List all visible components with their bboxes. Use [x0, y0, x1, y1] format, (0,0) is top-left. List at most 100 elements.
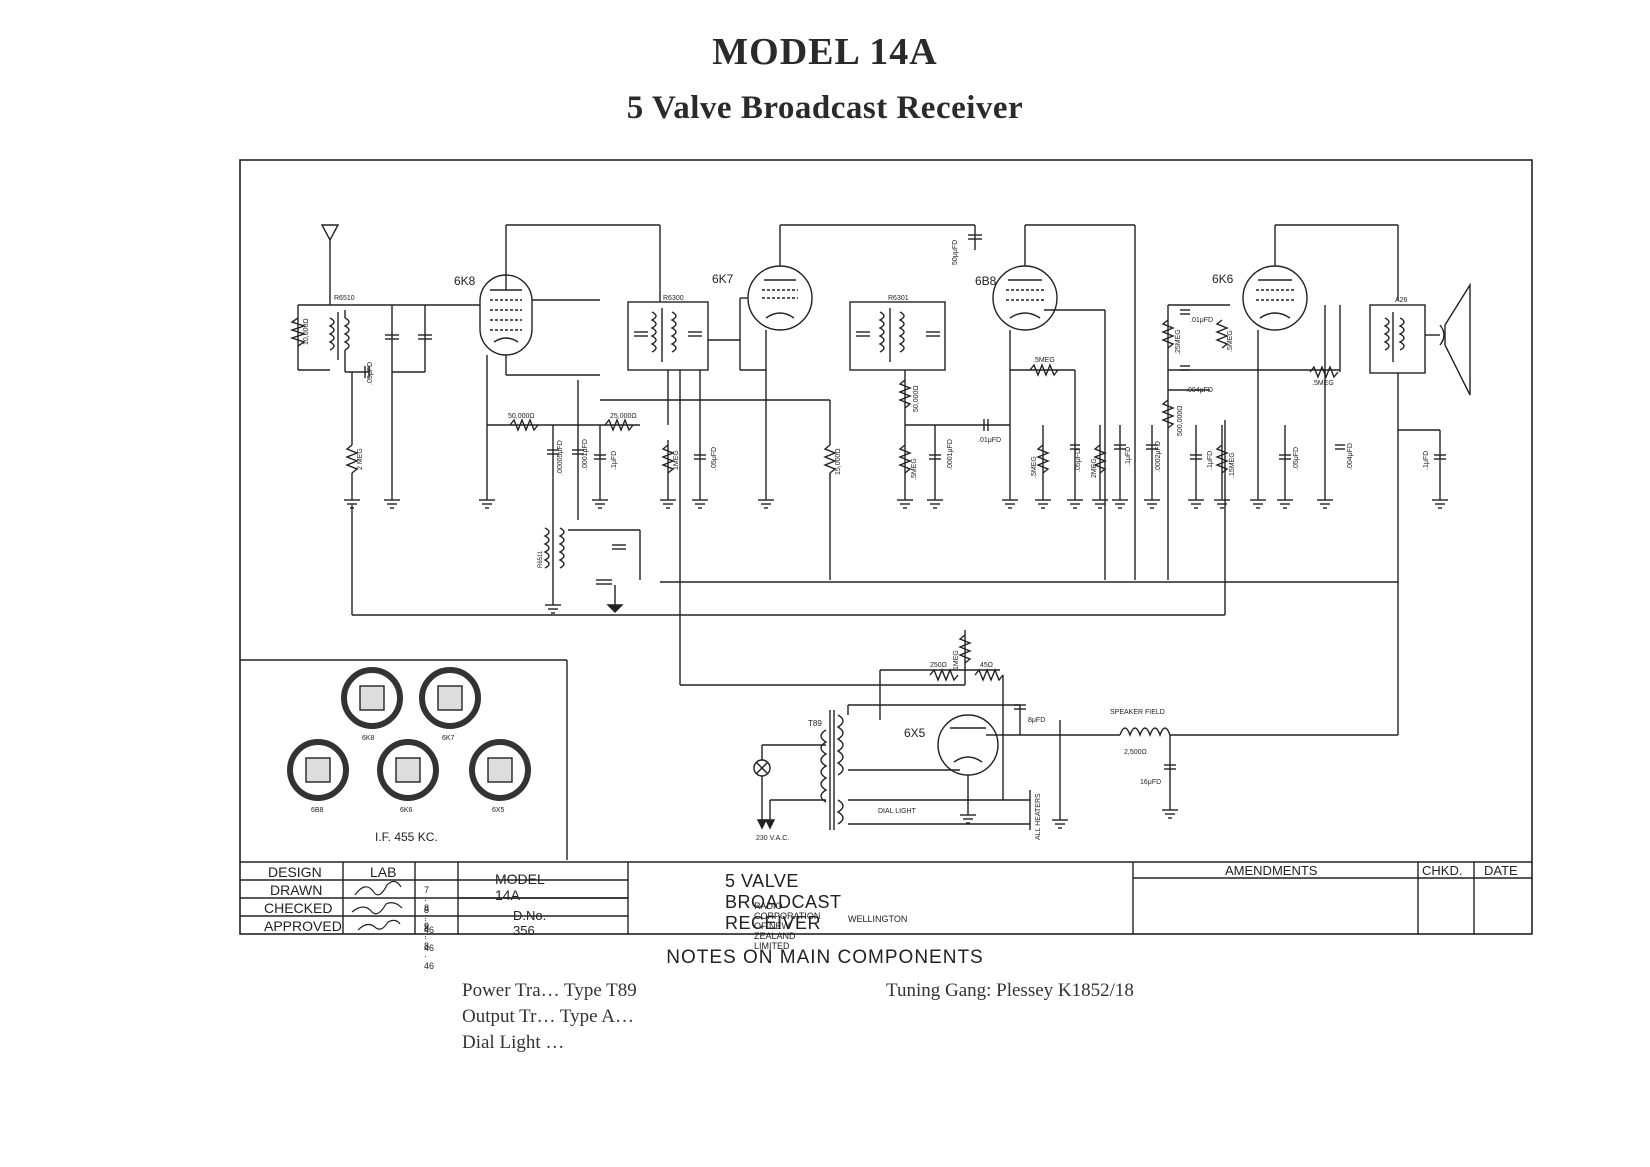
notes-left-1: Power Tra… Type T89 — [462, 980, 637, 1001]
tb-model: MODEL 14A — [495, 871, 545, 903]
svg-text:.00005μFD: .00005μFD — [557, 440, 564, 475]
svg-text:45Ω: 45Ω — [980, 662, 993, 669]
svg-text:6K8: 6K8 — [362, 735, 375, 742]
socket-6b8: 6B8 — [287, 739, 349, 814]
tb-date-drawn: 7 · 8 · 46 — [424, 885, 435, 935]
drawing-border — [239, 159, 1533, 935]
svg-text:DIAL LIGHT: DIAL LIGHT — [878, 808, 917, 815]
svg-text:.1μFD: .1μFD — [611, 451, 618, 470]
svg-text:6K7: 6K7 — [442, 735, 455, 742]
svg-text:.5MEG: .5MEG — [1031, 456, 1038, 478]
title-block — [240, 861, 1532, 934]
svg-text:.05μFD: .05μFD — [1075, 449, 1082, 472]
tb-sign-design: LAB — [370, 864, 397, 880]
speaker-field-coil — [1119, 727, 1171, 738]
svg-text:8μFD: 8μFD — [1028, 717, 1045, 724]
svg-text:.15MEG: .15MEG — [1229, 452, 1236, 478]
bus-lines: 1MEG 250Ω 45Ω — [351, 370, 1398, 800]
aerial-stage: R6510 10,000Ω .05μFD 2 MEG — [289, 224, 432, 509]
svg-text:2MEG: 2MEG — [1091, 458, 1098, 478]
signature-approved — [357, 919, 401, 931]
tb-date-approved: 9 · 8 · 46 — [424, 921, 435, 971]
svg-text:.05μFD: .05μFD — [367, 362, 374, 385]
notes-left-2: Output Tr… Type A… — [462, 1006, 634, 1027]
valve-6k6: 6K6 .01μFD .25MEG .5MEG .5MEG .004μFD 50… — [1161, 224, 1399, 580]
speaker-icon — [1444, 282, 1471, 396]
svg-text:.004μFD: .004μFD — [1186, 387, 1213, 394]
svg-text:SPEAKER FIELD: SPEAKER FIELD — [1110, 709, 1165, 716]
svg-text:.0001μFD: .0001μFD — [947, 439, 954, 470]
svg-text:.01μFD: .01μFD — [978, 437, 1001, 444]
svg-text:15,000Ω: 15,000Ω — [835, 448, 842, 475]
tb-company: RADIO CORPORATION OF NEW ZEALAND LIMITED — [754, 901, 821, 951]
if-transformer-2: R6301 50,000Ω .5MEG .0001μFD .01μFD — [849, 295, 1010, 509]
svg-text:6K6: 6K6 — [400, 807, 413, 814]
socket-6k6: 6K6 — [377, 739, 439, 814]
svg-text:.0001μFD: .0001μFD — [582, 439, 589, 470]
socket-6k7: 6K7 — [419, 667, 481, 742]
valve-6k7: 6K7 15,000Ω — [600, 224, 975, 580]
signature-checked — [351, 902, 403, 915]
if-frequency-note: I.F. 455 KC. — [375, 830, 438, 844]
tb-chkd-header: CHKD. — [1422, 863, 1463, 878]
svg-text:6K7: 6K7 — [712, 272, 734, 286]
svg-text:R6301: R6301 — [888, 295, 909, 302]
svg-text:.05μFD: .05μFD — [711, 447, 718, 470]
page-subtitle: 5 Valve Broadcast Receiver — [626, 90, 1024, 126]
power-supply: T89 230 V.A.C. DIAL LIGHT ALL HEATERS 6X… — [753, 580, 1399, 842]
svg-text:50,000Ω: 50,000Ω — [508, 413, 535, 420]
svg-text:16μFD: 16μFD — [1140, 779, 1161, 786]
svg-text:R6511: R6511 — [538, 550, 544, 568]
svg-text:.1μFD: .1μFD — [1207, 451, 1214, 470]
svg-text:.5MEG: .5MEG — [1312, 380, 1334, 387]
tb-description: 5 VALVE BROADCAST RECEIVER — [725, 871, 842, 933]
socket-6x5: 6X5 — [469, 739, 531, 814]
coil-r6510 — [328, 312, 350, 360]
svg-text:1MEG: 1MEG — [953, 650, 960, 670]
svg-text:T89: T89 — [808, 719, 822, 728]
svg-text:.1μFD: .1μFD — [1423, 451, 1430, 470]
tb-label-approved: APPROVED — [264, 918, 342, 934]
oscillator-section: 50,000Ω .00005μFD .0001μFD 25,000Ω .1μFD… — [479, 355, 641, 614]
svg-text:.5MEG: .5MEG — [1227, 330, 1234, 352]
tb-label-design: DESIGN — [268, 864, 322, 880]
svg-text:.05μFD: .05μFD — [1293, 447, 1300, 470]
svg-text:.0002μFD: .0002μFD — [1155, 441, 1162, 472]
notes-heading: NOTES ON MAIN COMPONENTS — [666, 947, 984, 968]
svg-text:R6300: R6300 — [663, 295, 684, 302]
tb-label-checked: CHECKED — [264, 900, 333, 916]
svg-text:.004μFD: .004μFD — [1347, 443, 1354, 470]
svg-text:1MEG: 1MEG — [673, 450, 680, 470]
tb-date-header: DATE — [1484, 863, 1518, 878]
socket-views: 6K8 6K7 6B8 6K6 6X5 I.F. 455 KC. — [240, 659, 568, 860]
tb-amendments-header: AMENDMENTS — [1225, 863, 1318, 878]
tb-label-drawn: DRAWN — [270, 882, 323, 898]
svg-text:25,000Ω: 25,000Ω — [610, 413, 637, 420]
svg-text:500,000Ω: 500,000Ω — [1177, 405, 1184, 436]
svg-text:2 MEG: 2 MEG — [357, 448, 364, 470]
svg-text:10,000Ω: 10,000Ω — [303, 318, 310, 345]
svg-text:.1μFD: .1μFD — [1125, 447, 1132, 466]
svg-text:230 V.A.C.: 230 V.A.C. — [756, 835, 789, 842]
output-transformer-speaker: A26 .1μFD — [1369, 282, 1471, 580]
svg-text:A26: A26 — [1395, 297, 1408, 304]
valve-6b8: 50μμFD 6B8 .5MEG .5MEG .05μFD 2MEG .1μFD — [952, 224, 1162, 580]
valve-6k8: 6K8 — [425, 224, 660, 376]
svg-text:.5MEG: .5MEG — [1033, 357, 1055, 364]
speaker-coil — [1439, 324, 1445, 346]
tb-city: WELLINGTON — [848, 914, 908, 924]
svg-text:6K8: 6K8 — [454, 274, 476, 288]
svg-text:.25MEG: .25MEG — [1175, 329, 1182, 355]
svg-text:.5MEG: .5MEG — [911, 458, 918, 480]
svg-text:6B8: 6B8 — [975, 274, 997, 288]
aerial-icon — [320, 224, 340, 242]
socket-6k8: 6K8 — [341, 667, 403, 742]
page-title: MODEL 14A — [712, 31, 938, 73]
resistor-aerial — [289, 317, 307, 347]
notes-left-3: Dial Light … — [462, 1032, 565, 1053]
svg-text:50,000Ω: 50,000Ω — [913, 385, 920, 412]
tb-date-checked: 8 · 8 · 46 — [424, 903, 435, 953]
svg-text:ALL HEATERS: ALL HEATERS — [1035, 793, 1042, 840]
label-r6510: R6510 — [334, 295, 355, 302]
